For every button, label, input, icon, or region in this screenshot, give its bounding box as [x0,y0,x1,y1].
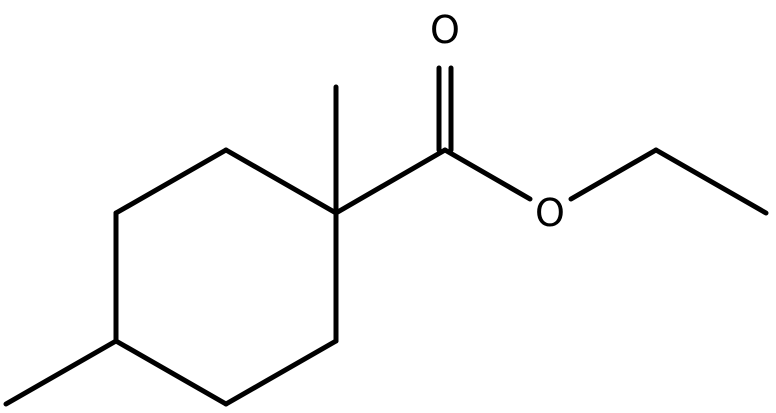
bond-c1-carbonyl-carbon [333,147,448,216]
ester-oxygen-label: O [535,191,565,235]
bond-c4-methyl [3,338,119,407]
bond-ring-c2-c3 [113,147,229,216]
bond-ethyl-ch2-ch3 [653,147,769,216]
bond-carbonyl-carbon-ester-oxygen [442,147,533,202]
bond-ester-oxygen-ethyl-ch2 [568,147,659,202]
bond-ring-c4-c5 [113,338,229,407]
carbonyl-oxygen-label: O [430,8,460,52]
cyclohexane-ring [113,147,339,407]
bond-ring-c5-c6 [223,338,339,407]
bond-ring-c1-c2 [223,147,339,216]
